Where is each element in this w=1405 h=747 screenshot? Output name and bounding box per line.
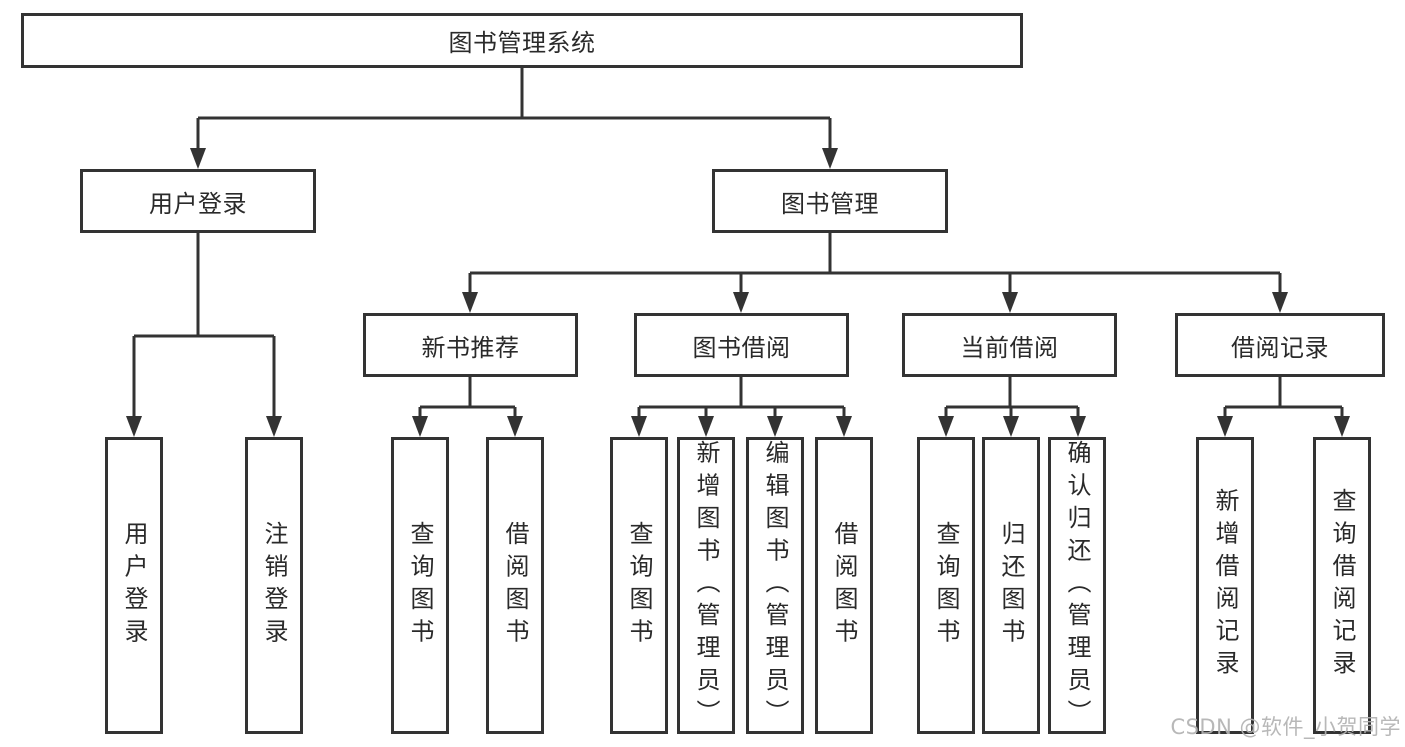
node-user-login: 用户登录: [80, 169, 316, 233]
node-borrow-records: 借阅记录: [1175, 313, 1385, 377]
leaf-query-borrow-record-label: 查询借阅记录: [1328, 488, 1356, 683]
edge-lines: [132, 68, 1344, 420]
leaf-user-login-label: 用户登录: [120, 520, 148, 651]
node-current-borrow: 当前借阅: [902, 313, 1117, 377]
node-borrow-records-label: 借阅记录: [1231, 333, 1329, 362]
leaf-borrow-book-1-label: 借阅图书: [501, 520, 529, 651]
leaf-query-book-3-label: 查询图书: [932, 520, 960, 651]
node-book-management-label: 图书管理: [781, 189, 879, 218]
leaf-query-book-1: 查询图书: [391, 437, 449, 734]
node-new-book-recommend: 新书推荐: [363, 313, 578, 377]
leaf-edit-book-admin-label: 编辑图书（管理员）: [761, 440, 789, 732]
leaf-query-book-1-label: 查询图书: [406, 520, 434, 651]
leaf-add-book-admin-label: 新增图书（管理员）: [692, 440, 720, 732]
leaf-confirm-return-admin: 确认归还（管理员）: [1048, 437, 1106, 734]
node-book-borrowing-label: 图书借阅: [692, 333, 791, 362]
node-new-book-recommend-label: 新书推荐: [421, 333, 520, 362]
leaf-confirm-return-admin-label: 确认归还（管理员）: [1063, 440, 1091, 732]
leaf-query-book-3: 查询图书: [917, 437, 975, 734]
leaf-logout: 注销登录: [245, 437, 303, 734]
node-root-label: 图书管理系统: [448, 29, 596, 57]
csdn-watermark: CSDN @软件_小贺同学: [1170, 715, 1401, 739]
leaf-borrow-book-2: 借阅图书: [815, 437, 873, 734]
leaf-add-borrow-record-label: 新增借阅记录: [1211, 488, 1239, 683]
leaf-user-login: 用户登录: [105, 437, 163, 734]
leaf-return-book-label: 归还图书: [997, 520, 1025, 651]
leaf-add-book-admin: 新增图书（管理员）: [677, 437, 735, 734]
node-user-login-label: 用户登录: [149, 189, 247, 218]
leaf-edit-book-admin: 编辑图书（管理员）: [746, 437, 804, 734]
node-current-borrow-label: 当前借阅: [960, 333, 1059, 362]
leaf-query-book-2-label: 查询图书: [625, 520, 653, 651]
leaf-logout-label: 注销登录: [260, 520, 288, 651]
leaf-query-borrow-record: 查询借阅记录: [1313, 437, 1371, 734]
leaf-add-borrow-record: 新增借阅记录: [1196, 437, 1254, 734]
leaf-query-book-2: 查询图书: [610, 437, 668, 734]
leaf-borrow-book-1: 借阅图书: [486, 437, 544, 734]
node-root: 图书管理系统: [21, 13, 1023, 68]
leaf-return-book: 归还图书: [982, 437, 1040, 734]
leaf-borrow-book-2-label: 借阅图书: [830, 520, 858, 651]
node-book-management: 图书管理: [712, 169, 948, 233]
arrowhead-icons: [126, 148, 1350, 437]
node-book-borrowing: 图书借阅: [634, 313, 849, 377]
